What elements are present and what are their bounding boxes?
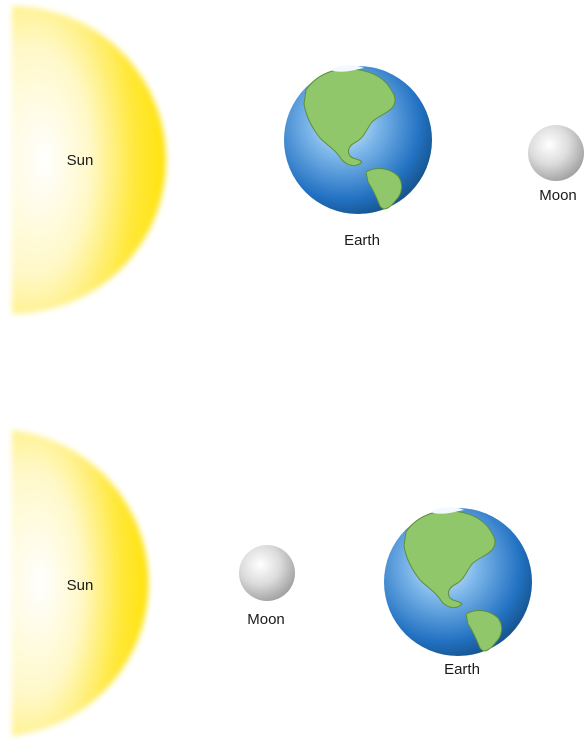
panel-top: Sun Earth Moon bbox=[0, 0, 586, 330]
diagram-top: Sun Earth Moon bbox=[12, 6, 584, 314]
moon-label: Moon bbox=[247, 611, 285, 628]
earth: Earth bbox=[284, 65, 432, 249]
earth-label: Earth bbox=[444, 661, 480, 678]
panel-bottom: Sun Moon Earth bbox=[0, 410, 586, 740]
diagram-bottom: Sun Moon Earth bbox=[12, 430, 532, 736]
earth: Earth bbox=[384, 507, 532, 678]
sun: Sun bbox=[12, 430, 149, 736]
sun-label: Sun bbox=[67, 577, 94, 594]
sun: Sun bbox=[12, 6, 166, 314]
moon: Moon bbox=[239, 545, 295, 628]
moon: Moon bbox=[528, 125, 584, 204]
moon-label: Moon bbox=[539, 187, 577, 204]
sun-label: Sun bbox=[67, 152, 94, 169]
earth-label: Earth bbox=[344, 232, 380, 249]
